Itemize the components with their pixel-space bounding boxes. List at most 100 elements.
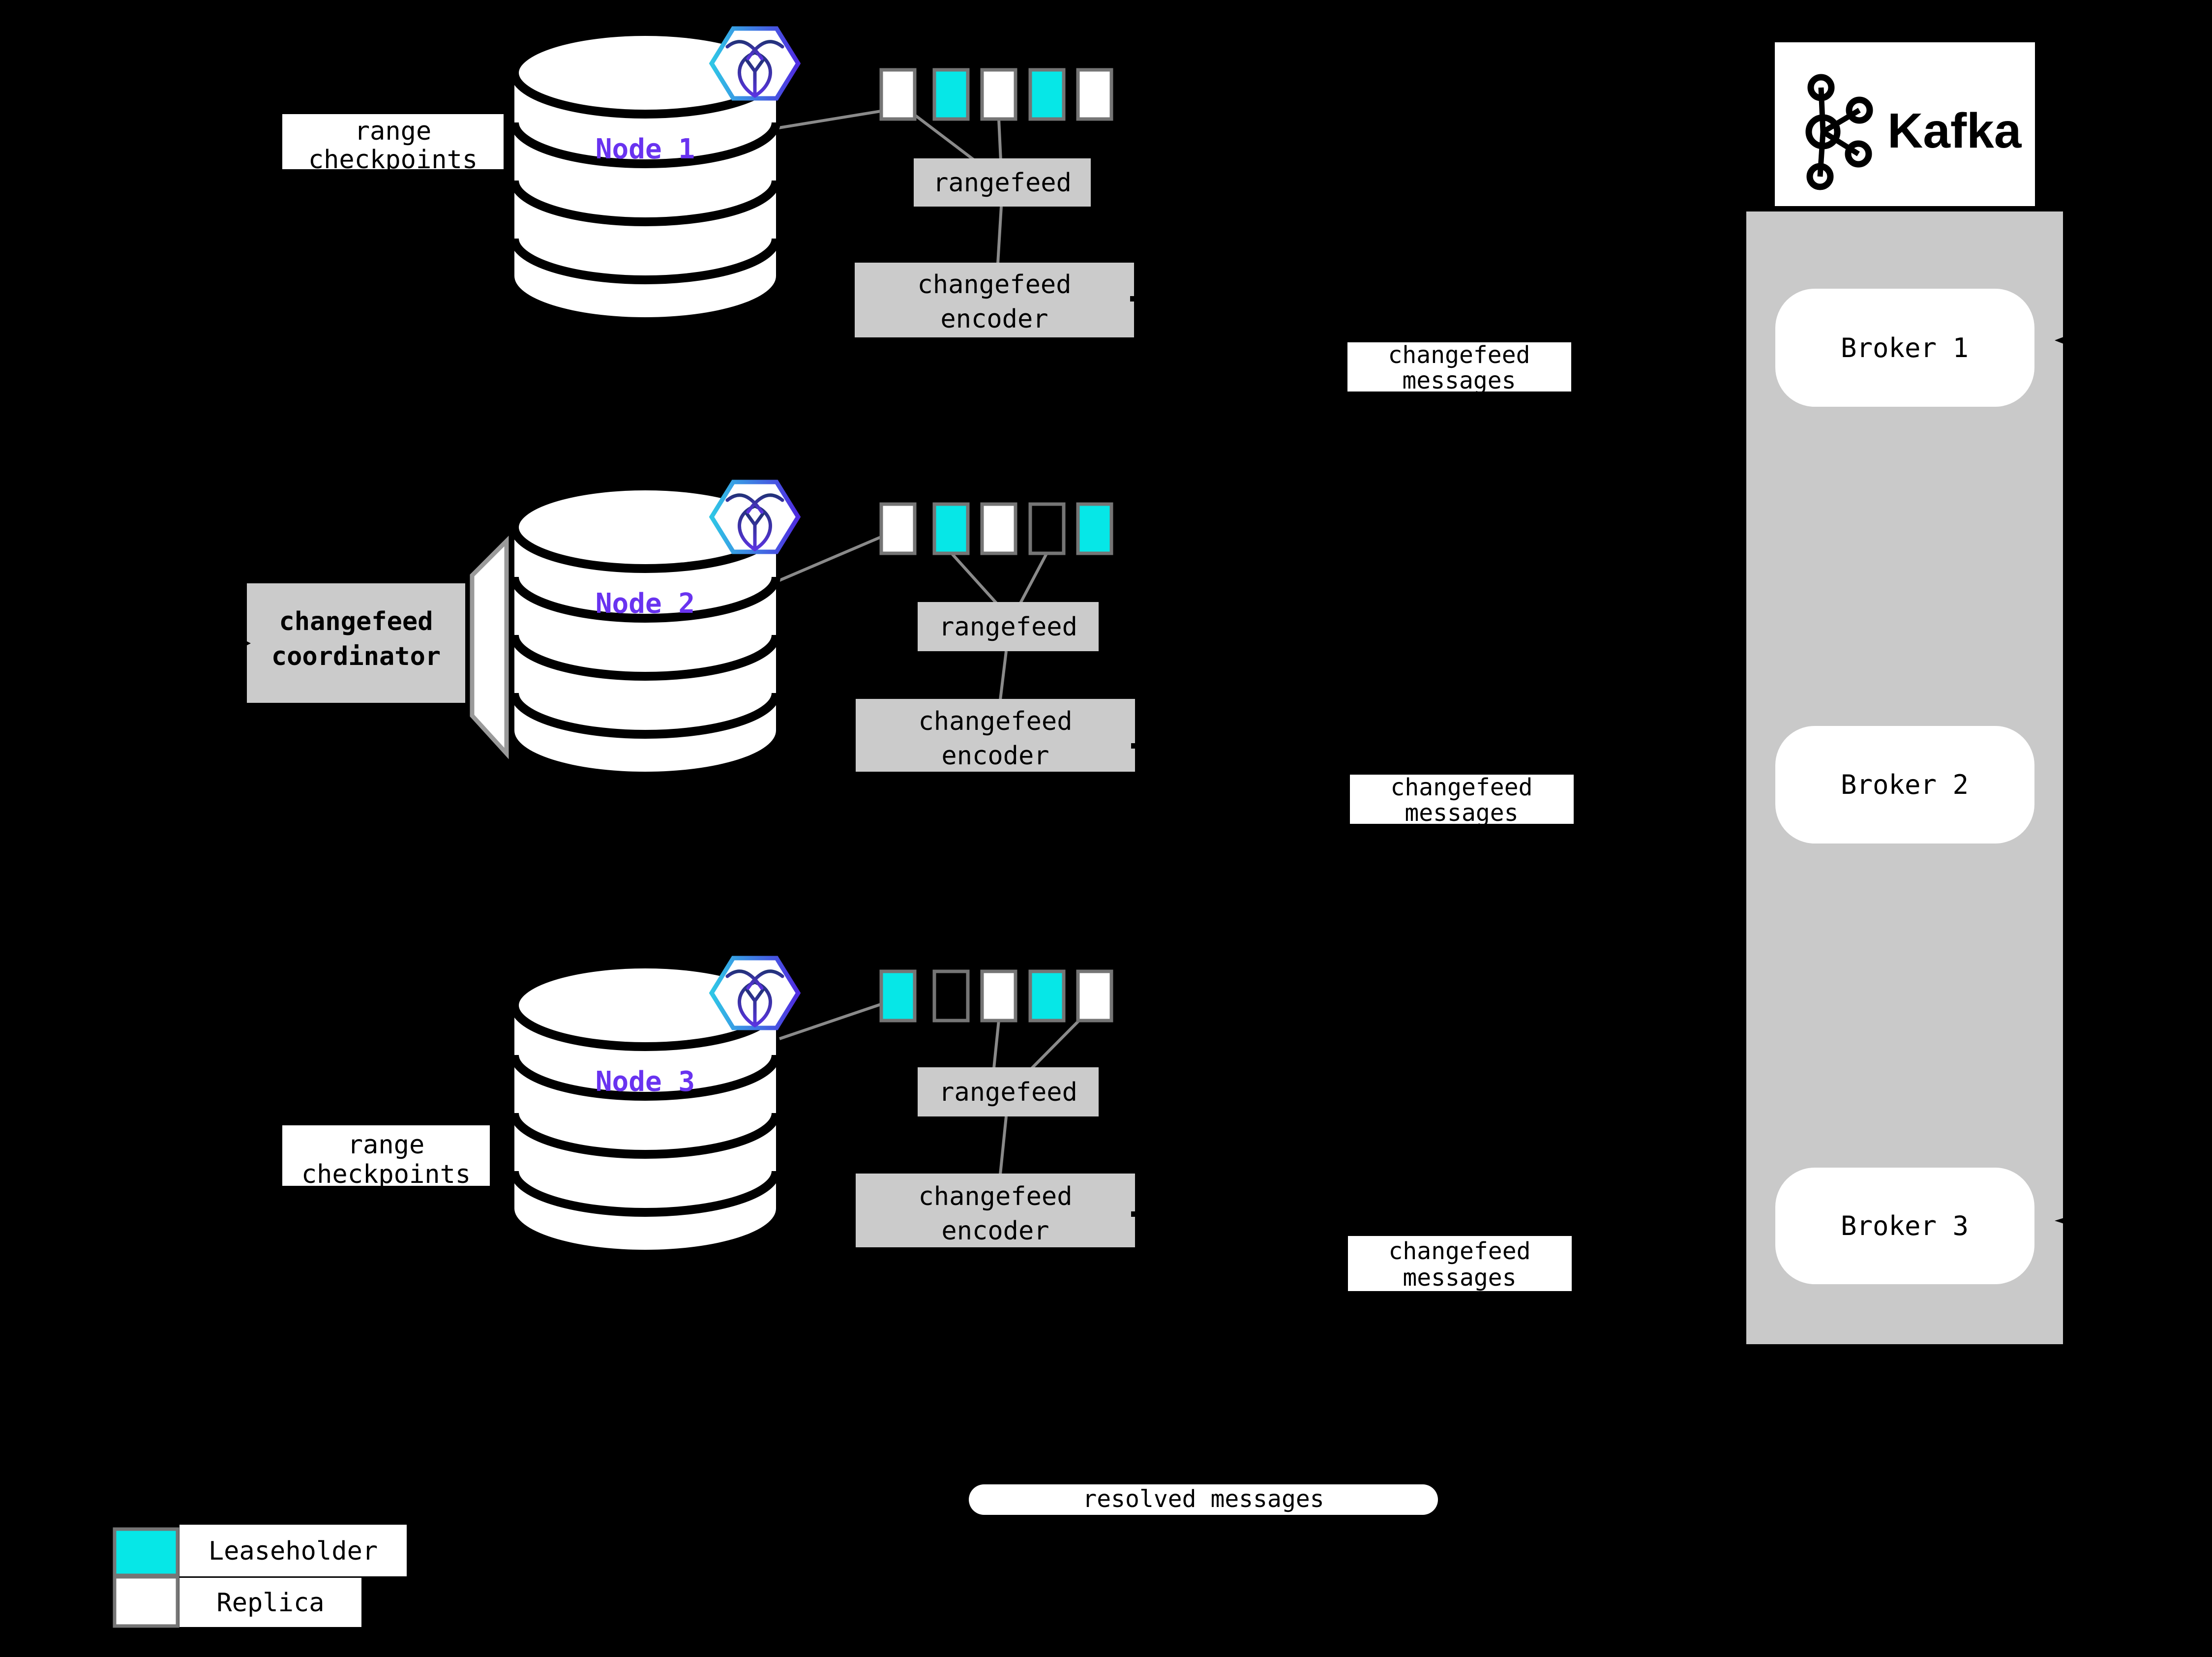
encoder-label-line2: encoder bbox=[940, 304, 1048, 334]
cockroachdb-badge-icon bbox=[709, 956, 801, 1030]
changefeed-encoder-boxes: changefeed encoder changefeed encoder ch… bbox=[855, 263, 1139, 1247]
arrow-stub bbox=[1130, 296, 1138, 301]
changefeed-coordinator-box bbox=[247, 583, 465, 703]
coordinator-label-line1: changefeed bbox=[279, 607, 433, 636]
arrowhead-icon bbox=[2055, 333, 2072, 347]
changefeed-messages-box bbox=[1348, 1236, 1572, 1291]
legend-replica-label: Replica bbox=[216, 1588, 324, 1618]
legend-replica-label-box bbox=[179, 1578, 361, 1627]
changefeed-messages-3: changefeed messages bbox=[1348, 1236, 1572, 1292]
range-rect bbox=[980, 502, 1017, 555]
range-rect bbox=[1076, 68, 1113, 121]
range-rect bbox=[1076, 502, 1113, 555]
rangefeed-label: rangefeed bbox=[939, 612, 1077, 642]
cylinder-band bbox=[510, 180, 780, 226]
rangefeed-box bbox=[918, 1067, 1099, 1116]
node-label: Node 2 bbox=[596, 588, 695, 620]
encoder-label-line1: changefeed bbox=[918, 1182, 1072, 1211]
connector-line bbox=[997, 119, 1002, 161]
rangefeed-label: rangefeed bbox=[939, 1078, 1077, 1107]
messages-label-line1: changefeed bbox=[1389, 1237, 1531, 1265]
range-checkpoints-3: range checkpoints bbox=[282, 1125, 490, 1189]
changefeed-encoder-box bbox=[855, 263, 1134, 337]
connector-line bbox=[779, 1003, 881, 1040]
node-cylinder bbox=[514, 1005, 776, 1250]
hexagon-icon bbox=[709, 26, 801, 101]
encoder-label-line1: changefeed bbox=[918, 707, 1072, 736]
encoder-label-line2: encoder bbox=[941, 1216, 1049, 1246]
changefeed-messages-1: changefeed messages bbox=[1347, 341, 1571, 394]
rangefeed-box bbox=[918, 602, 1099, 651]
connector-line bbox=[778, 536, 882, 582]
cylinder-band bbox=[510, 1171, 780, 1217]
rangefeed-label: rangefeed bbox=[933, 168, 1072, 198]
encoder-label-line2: encoder bbox=[941, 741, 1049, 771]
node-1-group: Node 1 bbox=[510, 27, 780, 317]
arrow-stub bbox=[1131, 1211, 1139, 1217]
rangefeed-box bbox=[914, 158, 1091, 207]
broker-label: Broker 3 bbox=[1841, 1210, 1969, 1241]
encoder-label-line1: changefeed bbox=[917, 270, 1071, 300]
legend: Leaseholder Replica bbox=[113, 1525, 407, 1628]
legend-leaseholder-swatch bbox=[113, 1527, 179, 1577]
cylinder-band bbox=[510, 1054, 780, 1101]
connector-line bbox=[992, 1020, 1000, 1069]
node-cylinder bbox=[514, 73, 776, 317]
messages-label-line2: messages bbox=[1402, 367, 1516, 394]
kafka-logo-box bbox=[1775, 42, 2035, 206]
range-rect bbox=[980, 969, 1017, 1023]
cockroach-glyph-icon bbox=[725, 969, 784, 1028]
kafka-title: Kafka bbox=[1887, 103, 2022, 158]
kafka-section: Kafka Broker 1 Broker 2 Broker 3 bbox=[1746, 42, 2072, 1344]
cylinder-band bbox=[510, 693, 780, 739]
connector-line bbox=[999, 651, 1008, 700]
node-label: Node 3 bbox=[596, 1066, 695, 1098]
connector-lines bbox=[778, 110, 1083, 1175]
node-3-group: Node 3 bbox=[510, 960, 780, 1250]
broker-label: Broker 1 bbox=[1841, 332, 1969, 363]
range-checkpoints-line1: range bbox=[348, 1130, 425, 1160]
cockroachdb-badge-icon bbox=[709, 480, 801, 554]
rangefeed-boxes: rangefeed rangefeed rangefeed bbox=[914, 158, 1099, 1116]
broker-box bbox=[1775, 1168, 2034, 1284]
node-2-group: Node 2 bbox=[510, 482, 780, 772]
arrowhead-icon bbox=[243, 639, 251, 647]
cylinder-band bbox=[510, 634, 780, 681]
resolved-messages: resolved messages bbox=[969, 1484, 1438, 1515]
coordinator-pointer bbox=[470, 536, 509, 759]
legend-leaseholder-label-box bbox=[179, 1525, 407, 1576]
range-rect bbox=[1028, 68, 1066, 121]
messages-label-line1: changefeed bbox=[1388, 341, 1530, 369]
legend-replica-swatch bbox=[113, 1575, 179, 1628]
connector-line bbox=[1030, 1017, 1083, 1070]
range-checkpoints-line2: checkpoints bbox=[308, 145, 478, 175]
range-checkpoints-line2: checkpoints bbox=[301, 1160, 471, 1189]
connector-line bbox=[913, 113, 976, 162]
arrow-stub bbox=[1131, 743, 1139, 749]
changefeed-messages-box bbox=[1350, 775, 1574, 824]
cockroach-glyph-icon bbox=[725, 493, 784, 552]
range-checkpoints-line1: range bbox=[355, 117, 432, 146]
cylinder-band bbox=[510, 122, 780, 168]
messages-label-line1: changefeed bbox=[1391, 774, 1533, 801]
connector-line bbox=[950, 551, 998, 604]
range-checkpoints-box bbox=[282, 1125, 490, 1186]
connector-line bbox=[1019, 552, 1048, 604]
range-rect bbox=[932, 502, 970, 555]
range-checkpoints-1: range checkpoints bbox=[282, 114, 504, 175]
broker-box bbox=[1775, 289, 2034, 407]
cylinder-band bbox=[510, 576, 780, 623]
kafka-icon bbox=[1805, 74, 1873, 190]
changefeed-messages-box bbox=[1347, 342, 1571, 392]
range-rect bbox=[1028, 969, 1066, 1023]
coordinator-label-line2: coordinator bbox=[271, 642, 441, 671]
changefeed-coordinator: changefeed coordinator bbox=[243, 536, 509, 759]
hexagon-icon bbox=[709, 956, 801, 1030]
range-rect bbox=[879, 502, 917, 555]
messages-label-line2: messages bbox=[1405, 799, 1518, 827]
range-rect bbox=[932, 68, 970, 121]
hexagon-icon bbox=[709, 480, 801, 554]
cylinder-band bbox=[510, 1113, 780, 1159]
resolved-messages-label: resolved messages bbox=[1082, 1485, 1324, 1513]
